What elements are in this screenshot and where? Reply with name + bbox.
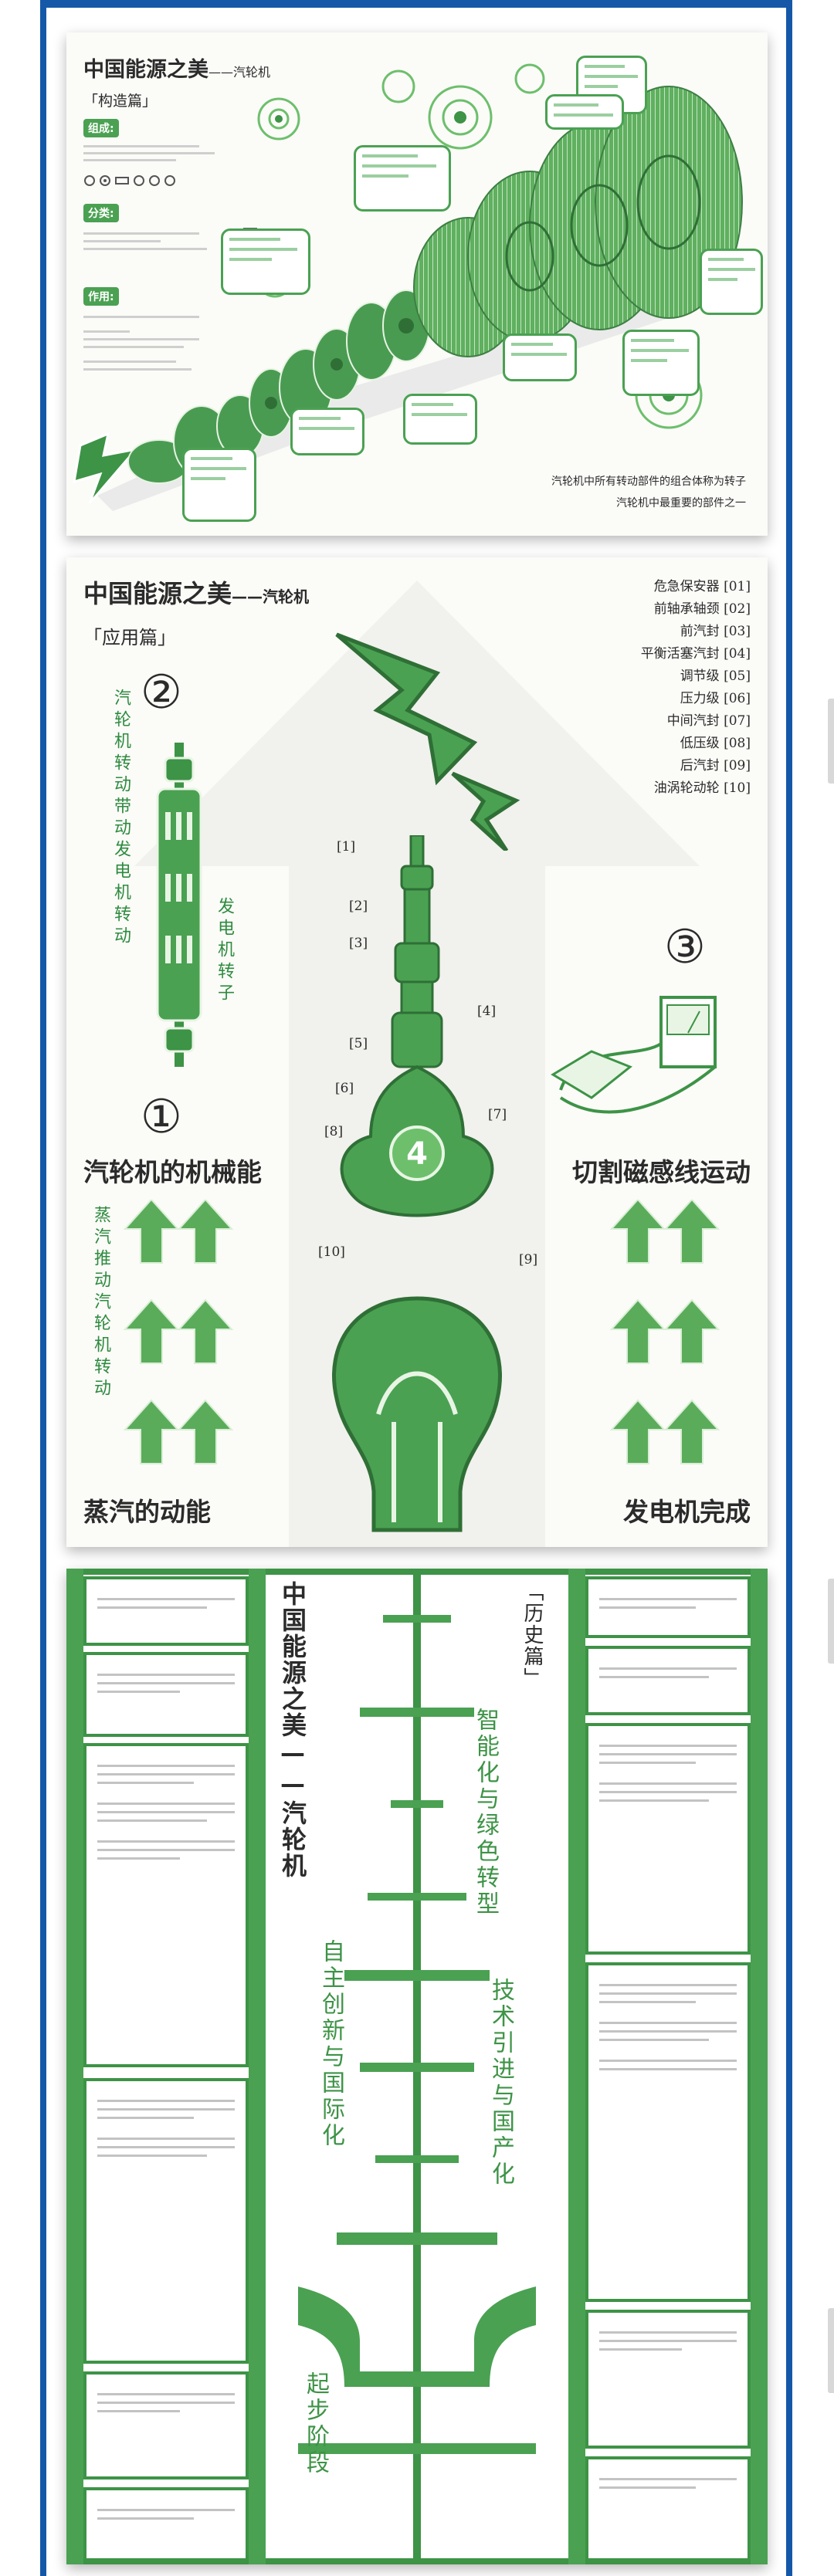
text-block: [83, 310, 230, 376]
callout-label: [1]: [337, 839, 356, 855]
annotation-box: [354, 145, 451, 212]
scroll-tab[interactable]: [828, 1579, 834, 1664]
part-item: 压力级 [06]: [680, 691, 751, 706]
steam-energy-label: 蒸汽的动能: [83, 1497, 211, 1527]
poster-history: 中国能源之美——汽轮机 「历史篇」 智能化与绿色转型 自主创新与国际化 技术引进…: [66, 1569, 768, 2564]
poster-structure: 中国能源之美——汽轮机 「构造篇」 组成: 分类: 作用:: [66, 32, 768, 536]
annotation-box: [221, 228, 310, 295]
part-item: 调节级 [05]: [680, 669, 751, 684]
history-card: [83, 2487, 249, 2561]
section-label: 「构造篇」: [83, 93, 158, 110]
callout-label: [6]: [335, 1081, 354, 1096]
small-gear-row: [84, 175, 175, 186]
blue-frame-top: [40, 0, 792, 8]
step-2-number: ②: [141, 665, 182, 719]
phase-intelligent-green: 智能化与绿色转型: [472, 1708, 499, 1918]
turbine-rotor-vertical: 4: [340, 835, 494, 1217]
part-item: 前轴承轴颈 [02]: [653, 601, 751, 617]
scroll-tab[interactable]: [828, 2308, 834, 2393]
light-bulb-icon: [332, 1296, 502, 1532]
scroll-tab[interactable]: [828, 699, 834, 784]
arrows-right-group: [609, 1200, 720, 1464]
step-4-number: 4: [406, 1136, 428, 1172]
callout-label: [2]: [349, 899, 368, 914]
annotation-box: [403, 394, 477, 445]
annotation-box: [700, 249, 763, 315]
part-item: 中间汽封 [07]: [666, 713, 751, 729]
steam-push-label: 蒸汽推动汽轮机转动: [91, 1206, 110, 1400]
history-card: [585, 1646, 751, 1715]
history-card: [585, 1962, 751, 2302]
callout-label: [7]: [488, 1107, 507, 1122]
history-title: 中国能源之美——汽轮机: [278, 1581, 307, 1879]
history-card: [83, 2078, 249, 2364]
turbine-rotor-illustration: [73, 63, 761, 511]
part-item: 危急保安器 [01]: [653, 579, 751, 594]
poster-title: 中国能源之美——汽轮机: [83, 579, 310, 608]
tag-classification: 分类:: [83, 204, 119, 222]
history-card: [83, 1576, 249, 1646]
poster-title: 中国能源之美——汽轮机: [83, 58, 271, 82]
history-card: [585, 1576, 751, 1638]
history-card: [585, 1723, 751, 1955]
annotation-box: [503, 333, 577, 381]
meter-wire-illustration: [551, 996, 717, 1114]
history-frame: [66, 1569, 768, 2564]
callout-label: [8]: [324, 1124, 344, 1139]
tag-function: 作用:: [83, 287, 119, 306]
callout-label: [3]: [349, 936, 368, 951]
vertical-label-rotor: 发电机转子: [215, 897, 234, 1005]
history-card: [585, 2456, 751, 2561]
part-item: 低压级 [08]: [680, 736, 751, 751]
arrows-left-group: [123, 1200, 234, 1464]
text-block: [83, 227, 230, 256]
history-card: [585, 2310, 751, 2449]
step-1-number: ①: [141, 1090, 182, 1144]
part-item: 后汽封 [09]: [680, 758, 751, 773]
generator-done-label: 发电机完成: [623, 1497, 751, 1527]
vertical-label-left: 汽轮机转动带动发电机转动: [111, 689, 131, 948]
blue-frame-right: [786, 0, 792, 2576]
annotation-box: [290, 408, 364, 455]
phase-start: 起步阶段: [302, 2371, 329, 2476]
parts-list: 危急保安器 [01] 前轴承轴颈 [02] 前汽封 [03] 平衡活塞汽封 [0…: [641, 576, 751, 800]
history-card: [83, 1743, 249, 2067]
part-item: 油涡轮动轮 [10]: [653, 780, 751, 796]
history-card: [83, 1652, 249, 1737]
poster-application: 中国能源之美——汽轮机 「应用篇」 危急保安器 [01] 前轴承轴颈 [02] …: [66, 557, 768, 1547]
section-label: 「应用篇」: [83, 627, 176, 648]
text-block: [83, 140, 230, 166]
tag-composition: 组成:: [83, 119, 119, 137]
part-item: 平衡活塞汽封 [04]: [640, 646, 751, 662]
history-section-label: 「历史篇」: [520, 1581, 544, 1689]
callout-label: [5]: [349, 1036, 368, 1051]
blue-frame-left: [40, 0, 46, 2576]
callout-label: [4]: [477, 1004, 497, 1019]
callout-label: [10]: [318, 1244, 345, 1260]
cut-field-label: 切割磁感线运动: [572, 1157, 751, 1187]
step-3-number: ③: [664, 920, 706, 974]
history-card: [83, 2371, 249, 2480]
annotation-box: [545, 94, 624, 130]
annotation-box: [622, 330, 700, 396]
generator-rotor-icon: [156, 743, 202, 1067]
annotation-box: [182, 448, 256, 522]
lightning-bolt-icon: [335, 632, 520, 851]
callout-label: [9]: [519, 1252, 538, 1268]
mechanical-energy-label: 汽轮机的机械能: [83, 1157, 262, 1187]
caption: 汽轮机中所有转动部件的组合体称为转子 汽轮机中最重要的部件之一: [551, 476, 746, 509]
part-item: 前汽封 [03]: [680, 624, 751, 639]
phase-tech-import: 技术引进与国产化: [487, 1978, 514, 2188]
phase-independent-innovation: 自主创新与国际化: [317, 1939, 344, 2149]
